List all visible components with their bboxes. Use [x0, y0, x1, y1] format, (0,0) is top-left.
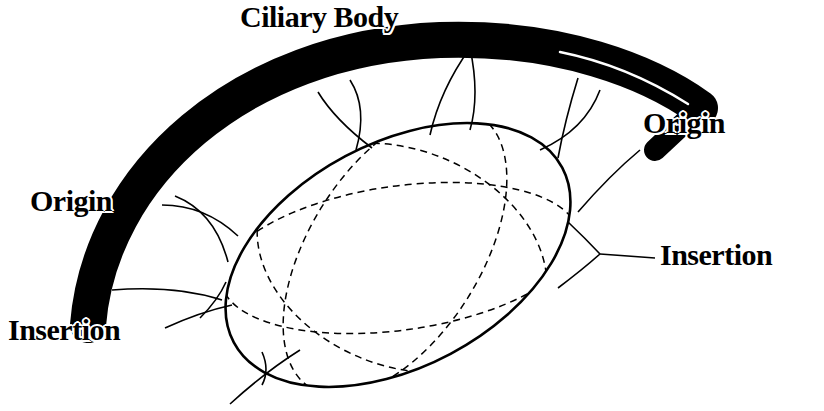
lens-dashed-contours	[212, 71, 589, 411]
band-highlight	[134, 188, 166, 266]
zonule-fibres	[112, 48, 655, 404]
lens-outline	[181, 69, 615, 411]
part-label: Ciliary Body	[240, 0, 398, 33]
part-label: Origin	[30, 184, 112, 217]
part-label: Origin	[643, 106, 725, 139]
part-label: Insertion	[660, 238, 772, 271]
band-highlight	[560, 52, 688, 104]
ciliary-body-band	[88, 40, 700, 325]
part-label: Insertion	[8, 313, 120, 346]
